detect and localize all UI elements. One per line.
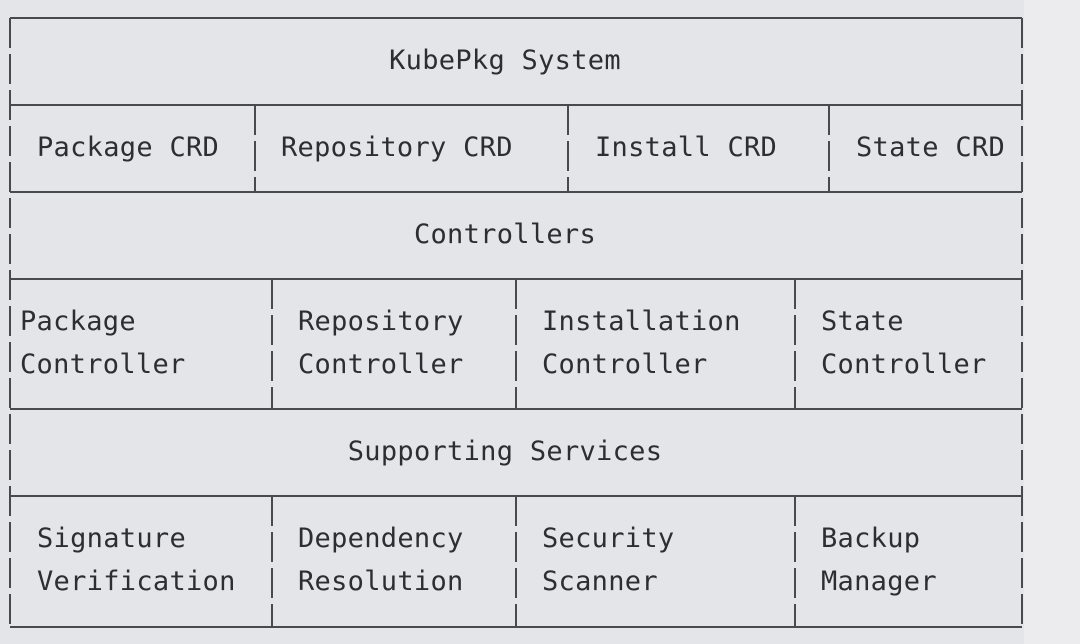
controller-repository-line1: Repository [298, 306, 464, 337]
crd-state: State CRD [856, 132, 1005, 163]
service-signature-line2: Verification [37, 566, 236, 597]
service-backup-line1: Backup [821, 523, 921, 554]
crd-repository: Repository CRD [281, 132, 513, 163]
service-backup-line2: Manager [821, 566, 937, 597]
controller-state-line2: Controller [821, 349, 987, 380]
service-security-line2: Scanner [542, 566, 658, 597]
system-title: KubePkg System [389, 45, 621, 76]
controller-package-line2: Controller [20, 349, 186, 380]
controller-state-line1: State [821, 306, 904, 337]
controller-installation-line1: Installation [542, 306, 741, 337]
service-dependency-line1: Dependency [298, 523, 464, 554]
services-title: Supporting Services [347, 436, 663, 467]
service-dependency-line2: Resolution [298, 566, 464, 597]
service-signature-line1: Signature [37, 523, 186, 554]
column-dividers [254, 105, 830, 627]
crd-package: Package CRD [37, 132, 220, 163]
controller-repository-line2: Controller [298, 349, 464, 380]
controller-installation-line2: Controller [542, 349, 708, 380]
controllers-title: Controllers [413, 219, 597, 250]
crd-install: Install CRD [595, 132, 778, 163]
outer-border [9, 18, 1023, 628]
right-margin-band [1024, 0, 1080, 644]
service-security-line1: Security [542, 523, 675, 554]
controller-package-line1: Package [20, 306, 136, 337]
